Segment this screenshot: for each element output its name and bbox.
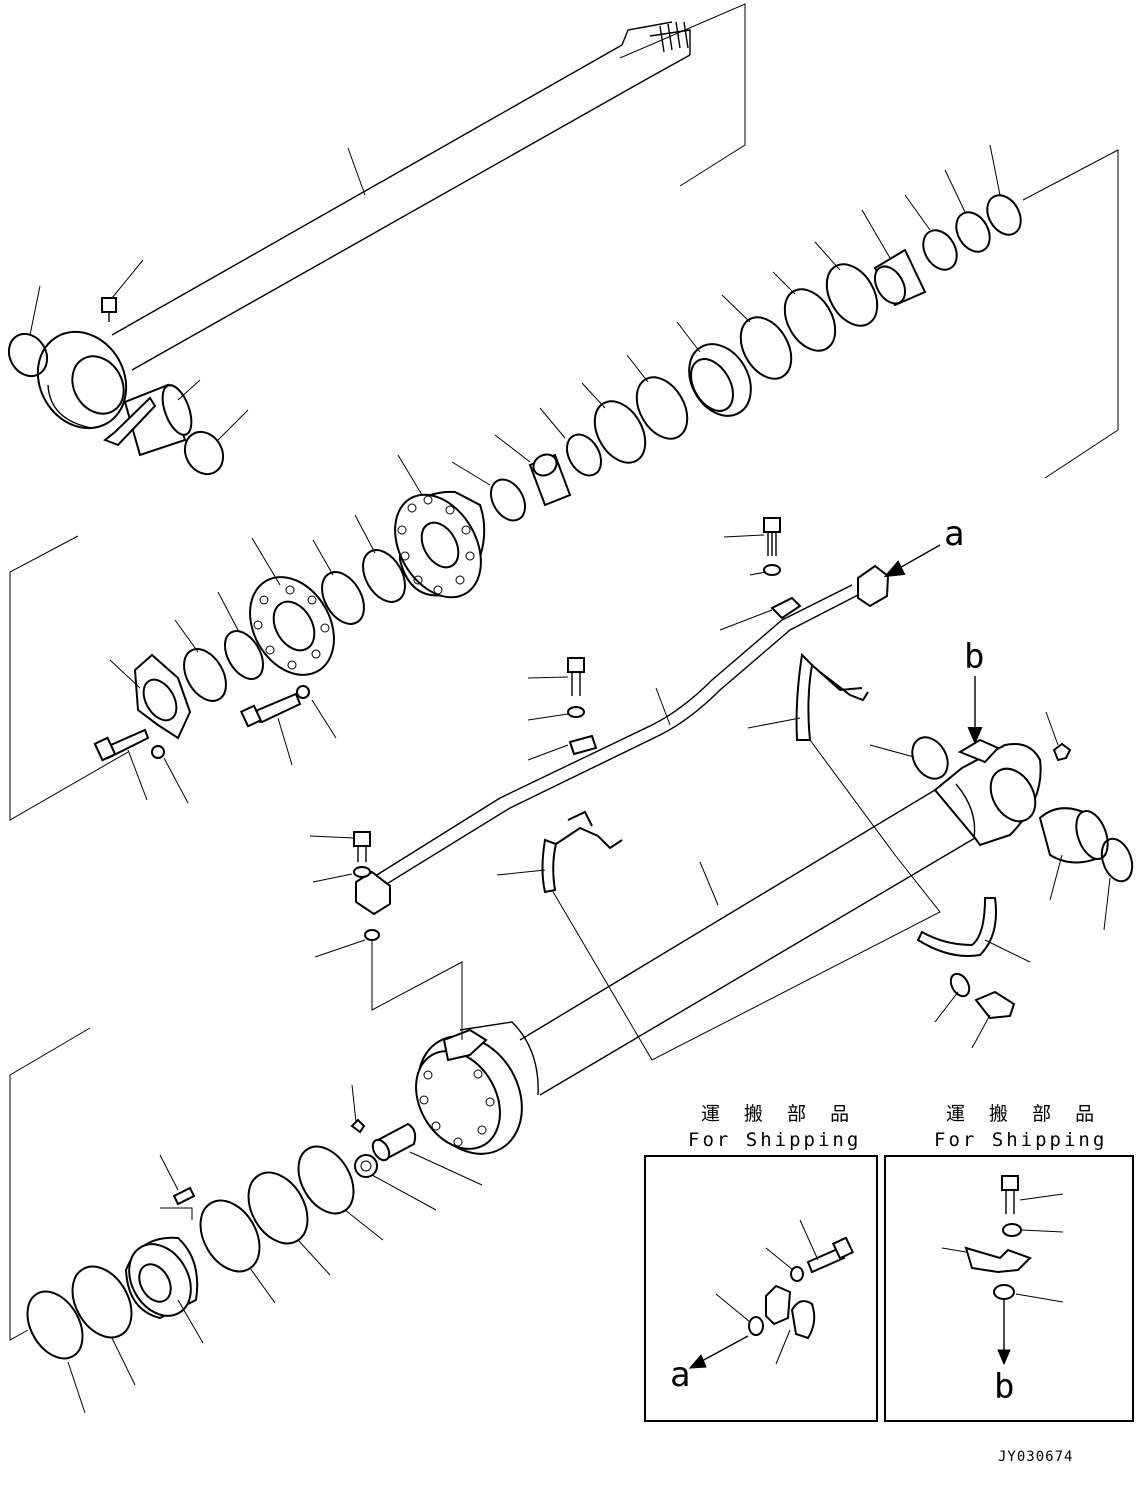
piston-leaders bbox=[9, 1027, 483, 1414]
rod-end-ring-left bbox=[7, 332, 49, 378]
callout-b-inset: b bbox=[994, 1367, 1014, 1407]
head-o-ring-2 bbox=[321, 571, 365, 625]
cylinder-tube bbox=[519, 738, 1042, 1096]
shipping-inset-b bbox=[884, 1155, 1134, 1422]
drawing-id: JY030674 bbox=[998, 1449, 1073, 1465]
piston bbox=[124, 1236, 199, 1320]
rod-grease-nipple bbox=[101, 297, 117, 322]
shipping-inset-a bbox=[644, 1155, 878, 1422]
inset-b-title-en: For Shipping bbox=[934, 1129, 1107, 1151]
pipe-clamp-middle bbox=[541, 810, 623, 894]
seal-row-leaders bbox=[451, 144, 1119, 486]
hydraulic-pipe bbox=[355, 564, 890, 916]
piston-ring-1 bbox=[297, 1145, 355, 1215]
inset-a-title-jp: 運 搬 部 品 bbox=[701, 1103, 858, 1125]
arrow-a-main bbox=[883, 544, 941, 578]
callout-a-main: a bbox=[944, 514, 964, 554]
head-flange bbox=[249, 576, 335, 676]
piston-ring-3 bbox=[199, 1199, 261, 1273]
pipe-clamp-upper bbox=[795, 652, 869, 741]
piston-ring-2 bbox=[247, 1171, 309, 1245]
piston-ring-5 bbox=[26, 1290, 84, 1360]
inset-b-title-jp: 運 搬 部 品 bbox=[946, 1103, 1103, 1125]
tube-clamp-lower bbox=[916, 897, 997, 957]
piston-ring-4 bbox=[71, 1265, 133, 1339]
cylinder-head-gland bbox=[394, 490, 486, 599]
pipe-clamp-fasteners-mid bbox=[567, 657, 598, 756]
head-bolt-lower bbox=[103, 396, 157, 447]
tube-leaders bbox=[309, 534, 1111, 1061]
head-o-ring-1 bbox=[362, 549, 406, 603]
inset-a-parts bbox=[688, 1219, 855, 1369]
arrow-b-main bbox=[967, 676, 983, 745]
rod-end-bushing bbox=[123, 383, 193, 457]
retainer-bolt bbox=[93, 728, 165, 762]
head-leaders bbox=[9, 454, 423, 821]
cylinder-bottom-end bbox=[415, 1021, 539, 1155]
piston-nut-and-pin bbox=[350, 1118, 417, 1178]
callout-a-inset: a bbox=[670, 1355, 690, 1395]
piston-screw bbox=[172, 1186, 196, 1206]
tube-end-parts bbox=[911, 736, 1134, 1020]
callout-b-main: b bbox=[964, 637, 984, 677]
retainer-plate bbox=[133, 653, 192, 740]
pipe-flange-fasteners-bottom bbox=[353, 831, 380, 941]
inset-a-title-en: For Shipping bbox=[688, 1129, 861, 1151]
rod-leaders bbox=[29, 3, 746, 441]
inset-b-parts bbox=[941, 1175, 1064, 1366]
seal-kit-row bbox=[489, 194, 1022, 522]
head-ring-4 bbox=[183, 648, 227, 702]
rod-end-ring-right bbox=[183, 430, 225, 476]
pipe-flange-fasteners-top bbox=[763, 517, 802, 620]
piston-rod bbox=[36, 21, 691, 430]
head-bolt-upper bbox=[239, 685, 310, 728]
head-ring-3 bbox=[224, 630, 264, 680]
